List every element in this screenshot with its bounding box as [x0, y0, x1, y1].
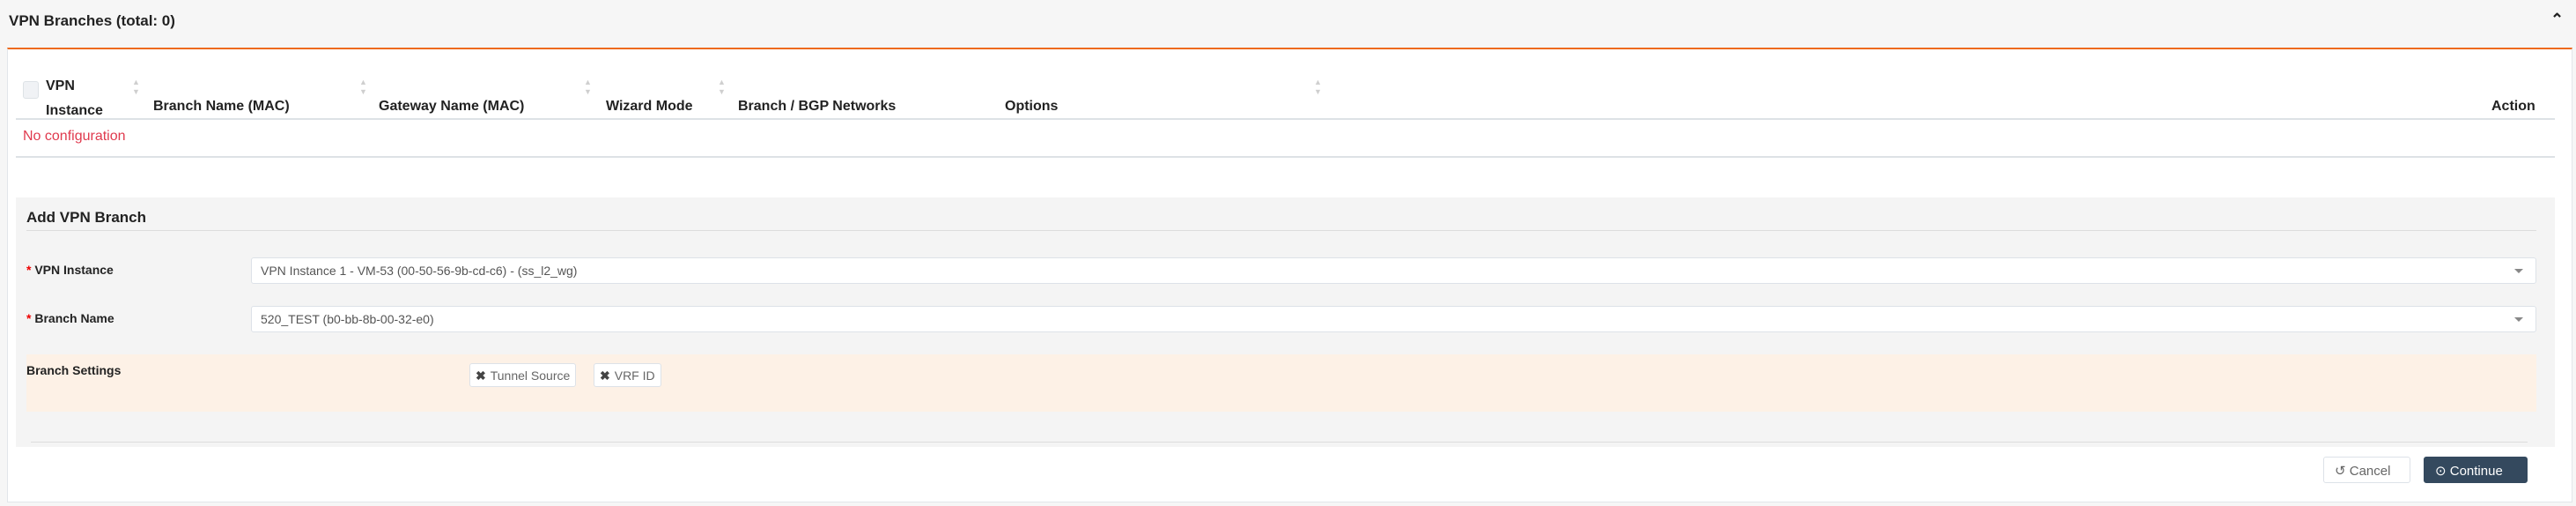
branch-settings-label: Branch Settings [26, 363, 122, 377]
caret-down-icon [2514, 269, 2523, 273]
remove-icon[interactable]: ✖ [476, 368, 486, 383]
column-header-wizard-mode[interactable]: Wizard Mode [606, 99, 693, 114]
column-header-branch-name[interactable]: Branch Name (MAC) [153, 99, 290, 114]
empty-message: No configuration [23, 129, 126, 144]
circle-dot-icon: ⊙ [2435, 464, 2447, 479]
divider [31, 442, 2528, 443]
vpn-instance-label: * VPN Instance [26, 263, 114, 277]
button-label: Cancel [2349, 464, 2391, 479]
divider [16, 118, 2555, 120]
branch-name-select[interactable]: 520_TEST (b0-bb-8b-00-32-e0) [251, 306, 2536, 332]
column-header-branch-bgp-networks[interactable]: Branch / BGP Networks [738, 99, 897, 114]
select-all-checkbox[interactable] [23, 81, 39, 99]
chevron-up-icon[interactable]: ⌃ [2550, 11, 2565, 28]
section-title: VPN Branches (total: 0) [9, 12, 175, 29]
label-text: VPN Instance [34, 263, 114, 277]
cancel-button[interactable]: ↺ Cancel [2323, 457, 2410, 483]
remove-icon[interactable]: ✖ [600, 368, 610, 383]
column-header-action: Action [2491, 99, 2535, 114]
tag-vrf-id[interactable]: ✖ VRF ID [594, 363, 661, 387]
branch-name-label: * Branch Name [26, 311, 114, 325]
required-mark: * [26, 311, 32, 325]
button-label: Continue [2449, 464, 2503, 479]
sort-icon[interactable]: ▲▼ [1314, 78, 1322, 96]
column-header-options[interactable]: Options [1005, 99, 1059, 114]
sort-icon[interactable]: ▲▼ [359, 78, 367, 96]
col-label: VPN [46, 78, 75, 93]
form-title: Add VPN Branch [26, 209, 147, 226]
caret-down-icon [2514, 317, 2523, 322]
col-label: Instance [46, 103, 103, 118]
selected-value: 520_TEST (b0-bb-8b-00-32-e0) [261, 312, 434, 326]
tag-tunnel-source[interactable]: ✖ Tunnel Source [469, 363, 577, 387]
sort-icon[interactable]: ▲▼ [584, 78, 592, 96]
sort-icon[interactable]: ▲▼ [718, 78, 726, 96]
sort-icon[interactable]: ▲▼ [132, 78, 140, 96]
column-header-vpn-instance[interactable]: VPN Instance [46, 74, 103, 123]
tag-label: Tunnel Source [490, 368, 571, 383]
undo-icon: ↺ [2335, 464, 2346, 479]
column-header-gateway-name[interactable]: Gateway Name (MAC) [379, 99, 525, 114]
tag-label: VRF ID [614, 368, 655, 383]
continue-button[interactable]: ⊙ Continue [2424, 457, 2528, 483]
label-text: Branch Name [34, 311, 114, 325]
divider [26, 230, 2536, 231]
selected-value: VPN Instance 1 - VM-53 (00-50-56-9b-cd-c… [261, 264, 578, 278]
branch-settings-row [26, 354, 2536, 412]
divider [16, 156, 2555, 158]
required-mark: * [26, 263, 32, 277]
vpn-instance-select[interactable]: VPN Instance 1 - VM-53 (00-50-56-9b-cd-c… [251, 257, 2536, 284]
